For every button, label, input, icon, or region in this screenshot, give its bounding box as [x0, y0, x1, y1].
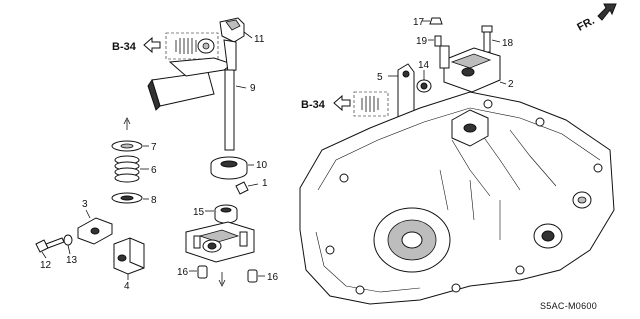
callout-18: 18 [502, 38, 514, 49]
part-2-holder[interactable] [439, 45, 507, 93]
holder-base[interactable] [185, 221, 255, 263]
part-7-washer[interactable] [111, 140, 149, 152]
callout-11: 11 [254, 34, 265, 45]
callout-8: 8 [151, 195, 157, 206]
callout-4: 4 [124, 281, 130, 292]
callout-19: 19 [416, 36, 428, 47]
callout-2: 2 [508, 79, 514, 90]
part-3-bracket[interactable] [77, 217, 113, 245]
callout-17: 17 [413, 17, 425, 28]
callout-9: 9 [250, 83, 256, 94]
callout-16-left: 16 [177, 267, 189, 278]
part-18-bolt[interactable] [481, 25, 501, 53]
arrow-left-icon [333, 94, 351, 112]
spring-detail-box [165, 32, 219, 60]
part-9-shift-arm[interactable] [147, 39, 247, 151]
callout-16-right: 16 [267, 272, 279, 283]
part-16-dowel-pin-right[interactable] [247, 269, 265, 283]
callout-15: 15 [193, 207, 205, 218]
diagram-code: S5AC-M0600 [540, 301, 597, 311]
leader-3 [85, 209, 91, 219]
part-8-washer[interactable] [111, 192, 149, 204]
transmission-case[interactable] [299, 91, 615, 305]
callout-12: 12 [40, 260, 52, 271]
detent-spring[interactable] [175, 38, 215, 54]
front-arrow-icon [597, 3, 617, 21]
part-13-washer[interactable] [63, 234, 73, 255]
detent-spring[interactable] [361, 96, 379, 112]
direction-arrow-up [123, 117, 131, 130]
front-label: FR. [575, 15, 596, 34]
part-16-dowel-pin-left[interactable] [189, 265, 208, 279]
callout-10: 10 [256, 160, 268, 171]
reference-label: B-34 [112, 41, 137, 53]
reference-b34-left[interactable]: B-34 [112, 36, 161, 54]
part-10-collar[interactable] [210, 156, 254, 180]
callout-6: 6 [151, 165, 157, 176]
part-17-bolt[interactable] [422, 17, 443, 25]
spring-detail-box [353, 91, 389, 117]
arrow-left-icon [143, 36, 161, 54]
part-19-pin[interactable] [428, 35, 442, 47]
part-1-pin[interactable] [235, 181, 259, 195]
reference-b34-right[interactable]: B-34 [301, 94, 351, 112]
part-4-block[interactable] [113, 237, 145, 280]
callout-5: 5 [377, 72, 383, 83]
front-direction-indicator: FR. [575, 3, 617, 34]
reference-label: B-34 [301, 99, 326, 111]
callout-13: 13 [66, 255, 78, 266]
callout-3: 3 [82, 199, 88, 210]
callout-1: 1 [262, 178, 268, 189]
part-11-cap[interactable] [219, 17, 253, 43]
callout-7: 7 [151, 142, 157, 153]
direction-arrow-down [218, 272, 226, 287]
part-14-collar[interactable] [416, 70, 432, 93]
part-6-spring[interactable] [114, 155, 149, 183]
part-12-bolt[interactable] [35, 237, 65, 259]
callout-14: 14 [418, 60, 430, 71]
part-15-collar[interactable] [205, 204, 238, 224]
